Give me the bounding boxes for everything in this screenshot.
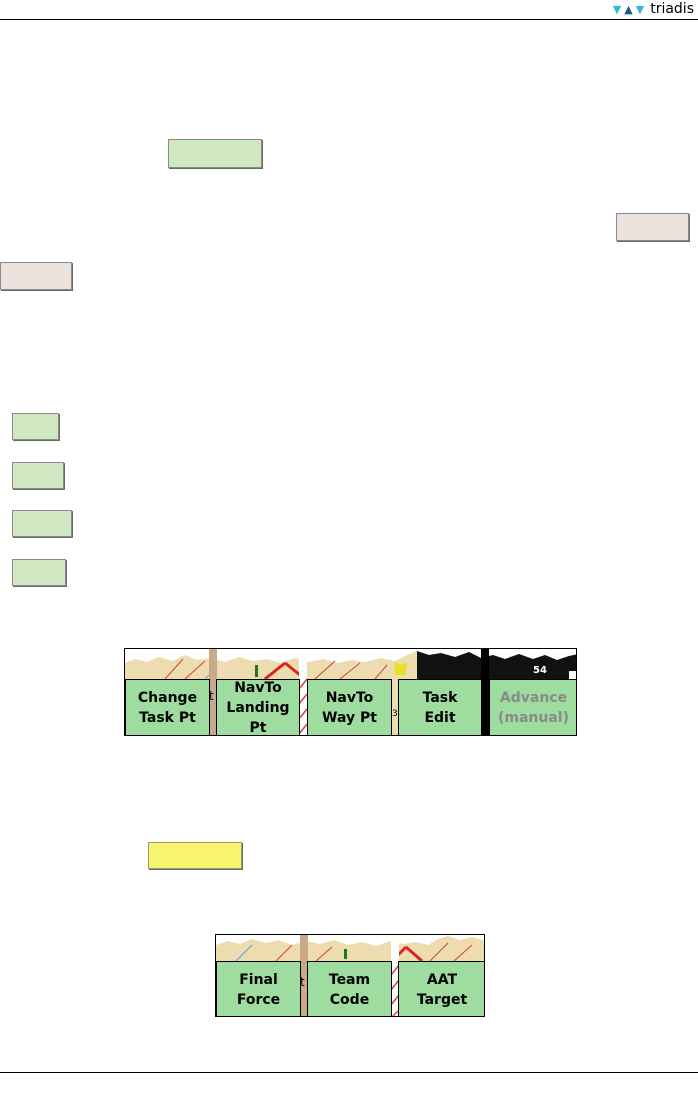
pink-swatch — [0, 262, 72, 290]
team-code-button[interactable]: Team Code — [307, 961, 392, 1016]
change-task-pt-button[interactable]: Change Task Pt — [125, 679, 210, 735]
pink-swatch — [616, 213, 689, 241]
map-label-t: t — [300, 975, 305, 989]
map-label-3: 3 — [392, 709, 398, 719]
yellow-swatch — [148, 842, 242, 869]
triadis-logo: ▼ ▲ ▼ triadis — [613, 0, 694, 18]
green-swatch — [12, 462, 64, 489]
logo-triangle-down-icon: ▼ — [612, 2, 622, 16]
footer-divider — [0, 1072, 698, 1073]
logo-text: triadis — [650, 1, 694, 17]
advance-manual-button[interactable]: Advance (manual) — [489, 679, 576, 735]
final-force-button[interactable]: Final Force — [216, 961, 301, 1016]
altitude-label: 54 — [533, 665, 547, 676]
header-divider — [0, 19, 698, 20]
logo-triangle-up-icon: ▲ — [624, 2, 633, 16]
green-swatch — [168, 139, 262, 168]
menu-bar-screenshot-1: t 3 54 Change Task Pt NavTo Landing Pt N… — [124, 648, 577, 736]
task-edit-button[interactable]: Task Edit — [398, 679, 482, 735]
logo-triangle-down-icon: ▼ — [635, 2, 645, 16]
map-label-t: t — [209, 689, 214, 703]
green-swatch — [12, 559, 66, 586]
navto-way-pt-button[interactable]: NavTo Way Pt — [307, 679, 392, 735]
green-swatch — [12, 510, 72, 537]
navto-landing-pt-button[interactable]: NavTo Landing Pt — [216, 679, 300, 735]
menu-bar-screenshot-2: t Final Force Team Code AAT Target — [215, 934, 485, 1017]
aat-target-button[interactable]: AAT Target — [398, 961, 484, 1016]
green-swatch — [12, 413, 59, 440]
